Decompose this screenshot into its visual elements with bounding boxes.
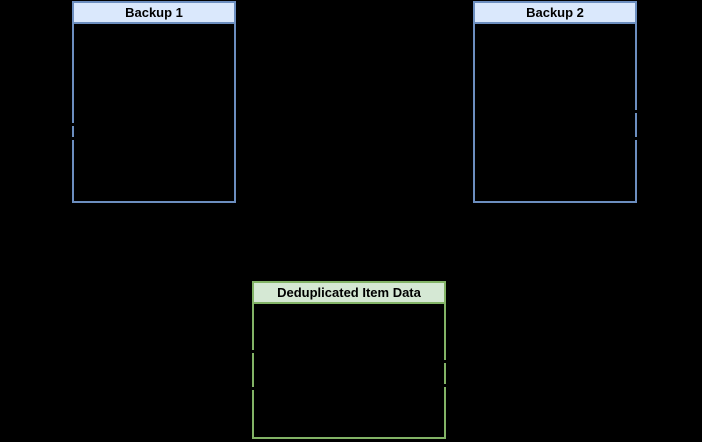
node-backup-2-title: Backup 2 bbox=[526, 5, 584, 20]
connector-tick bbox=[440, 360, 449, 363]
connector-tick bbox=[440, 384, 449, 387]
node-backup-1: Backup 1 bbox=[72, 1, 236, 203]
node-backup-1-header: Backup 1 bbox=[74, 3, 234, 24]
node-deduplicated-item-data-header: Deduplicated Item Data bbox=[254, 283, 444, 304]
connector-tick bbox=[631, 110, 640, 113]
connector-tick bbox=[69, 137, 78, 140]
connector-tick bbox=[69, 123, 78, 126]
node-deduplicated-item-data: Deduplicated Item Data bbox=[252, 281, 446, 439]
node-deduplicated-item-data-title: Deduplicated Item Data bbox=[277, 285, 421, 300]
connector-tick bbox=[631, 137, 640, 140]
connector-tick bbox=[249, 387, 258, 390]
node-backup-2-header: Backup 2 bbox=[475, 3, 635, 24]
node-backup-1-title: Backup 1 bbox=[125, 5, 183, 20]
connector-tick bbox=[249, 350, 258, 353]
node-backup-2: Backup 2 bbox=[473, 1, 637, 203]
